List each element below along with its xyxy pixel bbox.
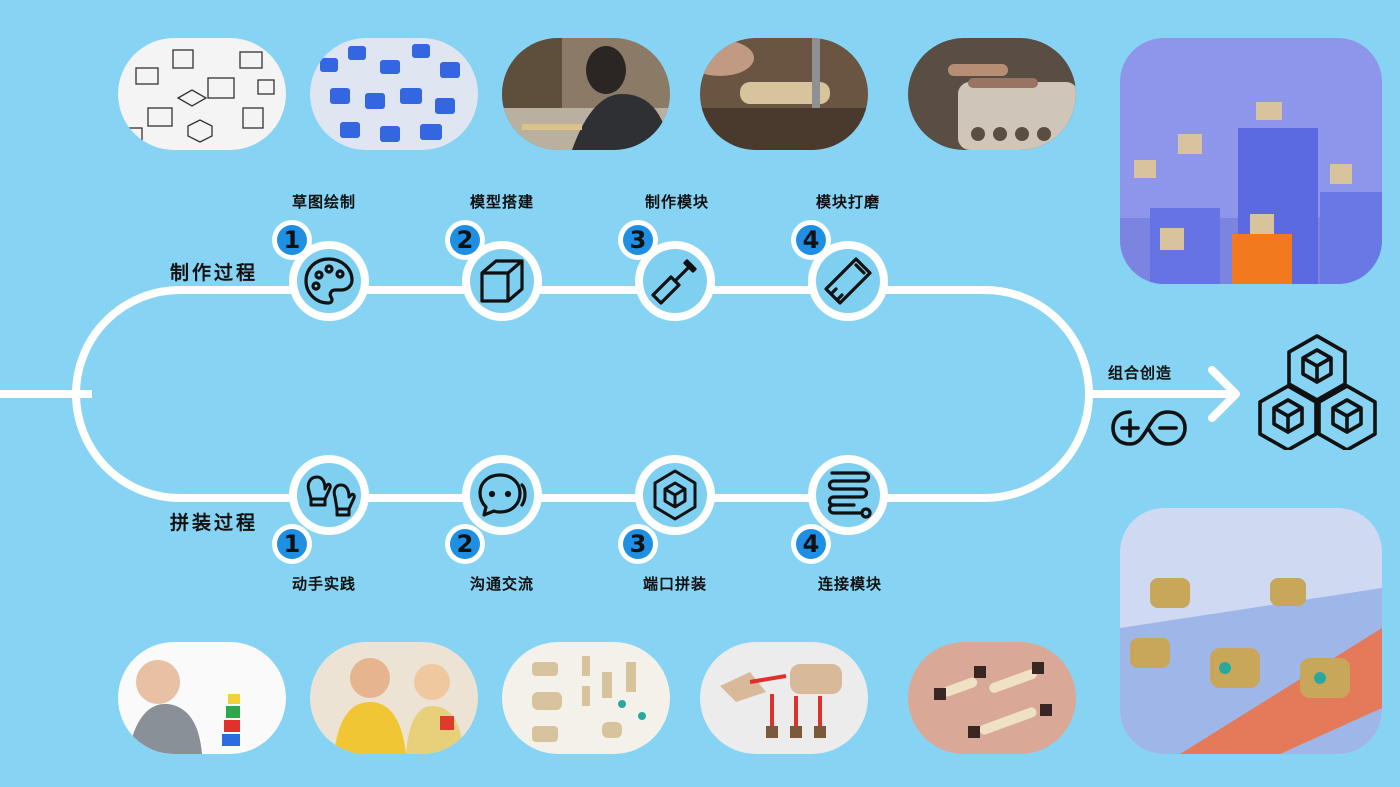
- top-section-title: 制作过程: [170, 262, 259, 284]
- top-step-1-label: 草图绘制: [292, 193, 357, 211]
- kids-playing-photo: [310, 642, 478, 754]
- top-step-2-badge: 2: [445, 220, 485, 260]
- robot-display-photo: [1120, 38, 1382, 284]
- bottom-step-2-badge: 2: [445, 524, 485, 564]
- bottom-step-1-node: [289, 455, 369, 535]
- bottom-step-1-badge: 1: [272, 524, 312, 564]
- blue-model-photo: [310, 38, 478, 150]
- wood-blocks-photo: [908, 38, 1076, 150]
- mittens-icon: [306, 475, 356, 517]
- top-step-4-label: 模块打磨: [816, 193, 881, 211]
- top-step-3-node: [635, 241, 715, 321]
- top-step-3-label: 制作模块: [645, 193, 710, 211]
- screwdriver-icon: [651, 259, 697, 305]
- bottom-step-2-node: [462, 455, 542, 535]
- robot-scene-photo: [1120, 508, 1382, 754]
- chat-bubbles-icon: [478, 473, 527, 517]
- workshop-photo: [502, 38, 670, 150]
- bottom-step-3-node: [635, 455, 715, 535]
- bottom-step-4-badge: 4: [791, 524, 831, 564]
- top-step-1-badge: 1: [272, 220, 312, 260]
- plus-minus-icon: [1111, 410, 1187, 446]
- bottom-step-4-label: 连接模块: [818, 575, 883, 593]
- hexagon-cube-icon: [653, 469, 697, 521]
- combined-cubes-icon: [1258, 334, 1377, 450]
- top-step-1-node: [289, 241, 369, 321]
- bottom-step-4-node: [808, 455, 888, 535]
- palette-icon: [304, 257, 354, 305]
- animal-module-photo: [700, 642, 868, 754]
- sawing-wood-photo: [700, 38, 868, 150]
- spring-icon: [827, 471, 872, 519]
- bottom-step-3-badge: 3: [618, 524, 658, 564]
- saw-icon: [824, 257, 872, 305]
- bottom-step-3-label: 端口拼装: [643, 575, 708, 593]
- combine-label: 组合创造: [1108, 364, 1173, 382]
- bottom-section-title: 拼装过程: [170, 512, 259, 534]
- parts-layout-photo: [502, 642, 670, 754]
- top-step-2-label: 模型搭建: [470, 193, 535, 211]
- connector-sticks-photo: [908, 642, 1076, 754]
- cube-icon: [480, 259, 524, 303]
- sketch-photo: [118, 38, 286, 150]
- bottom-step-1-label: 动手实践: [292, 575, 357, 593]
- bottom-step-2-label: 沟通交流: [470, 575, 535, 593]
- top-step-3-badge: 3: [618, 220, 658, 260]
- baby-blocks-photo: [118, 642, 286, 754]
- top-step-4-badge: 4: [791, 220, 831, 260]
